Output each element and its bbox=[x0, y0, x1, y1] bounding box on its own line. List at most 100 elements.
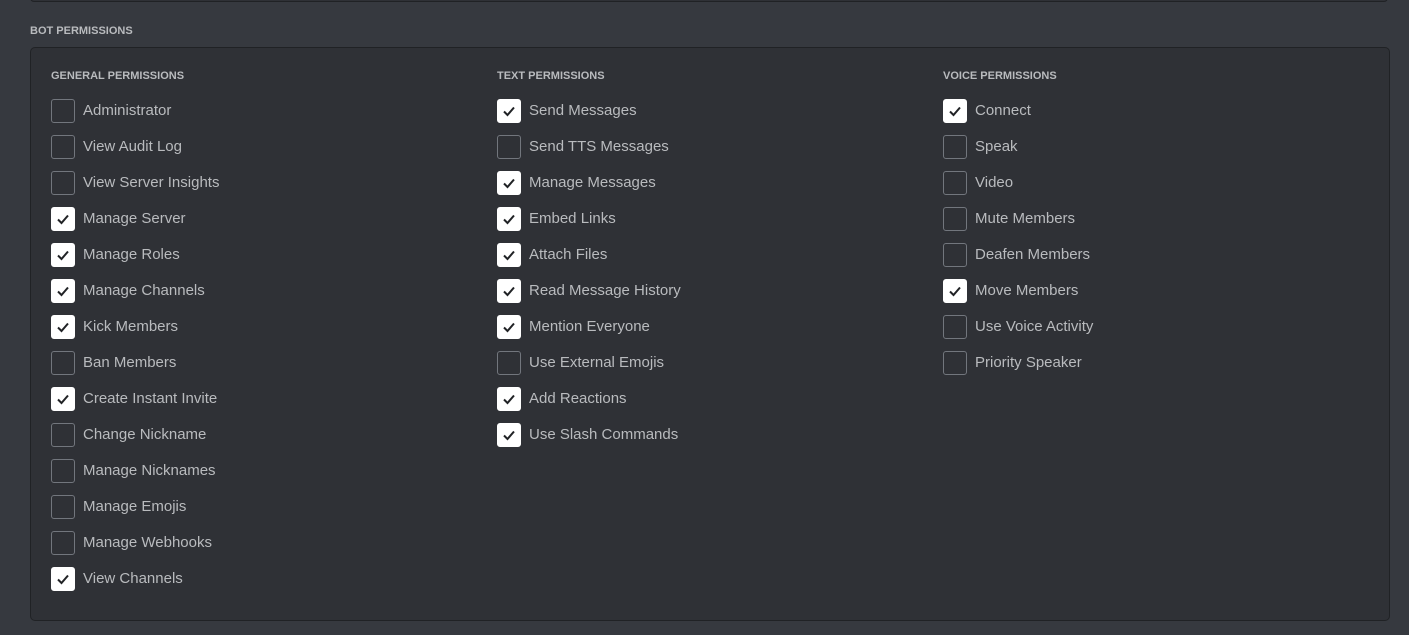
check-icon bbox=[57, 394, 69, 405]
permission-video[interactable]: Video bbox=[943, 165, 1093, 201]
check-icon bbox=[503, 394, 515, 405]
check-icon bbox=[503, 322, 515, 333]
check-icon bbox=[503, 214, 515, 225]
checkbox-manage-server[interactable] bbox=[51, 207, 75, 231]
checkbox-mute-members[interactable] bbox=[943, 207, 967, 231]
check-icon bbox=[503, 106, 515, 117]
check-icon bbox=[57, 322, 69, 333]
checkbox-manage-roles[interactable] bbox=[51, 243, 75, 267]
checkbox-move-members[interactable] bbox=[943, 279, 967, 303]
permission-label: Mute Members bbox=[975, 210, 1076, 227]
checkbox-video[interactable] bbox=[943, 171, 967, 195]
permission-send-messages[interactable]: Send Messages bbox=[497, 93, 681, 129]
permission-embed-links[interactable]: Embed Links bbox=[497, 201, 681, 237]
checkbox-add-reactions[interactable] bbox=[497, 387, 521, 411]
permission-manage-channels[interactable]: Manage Channels bbox=[51, 273, 219, 309]
check-icon bbox=[503, 430, 515, 441]
checkbox-view-channels[interactable] bbox=[51, 567, 75, 591]
permission-send-tts-messages[interactable]: Send TTS Messages bbox=[497, 129, 681, 165]
checkbox-ban-members[interactable] bbox=[51, 351, 75, 375]
check-icon bbox=[57, 286, 69, 297]
permission-label: Create Instant Invite bbox=[83, 390, 218, 407]
checkbox-view-audit-log[interactable] bbox=[51, 135, 75, 159]
checkbox-administrator[interactable] bbox=[51, 99, 75, 123]
permission-mention-everyone[interactable]: Mention Everyone bbox=[497, 309, 681, 345]
checkbox-manage-webhooks[interactable] bbox=[51, 531, 75, 555]
checkbox-deafen-members[interactable] bbox=[943, 243, 967, 267]
section-title: BOT PERMISSIONS bbox=[30, 25, 133, 37]
permission-manage-emojis[interactable]: Manage Emojis bbox=[51, 489, 219, 525]
permission-use-slash-commands[interactable]: Use Slash Commands bbox=[497, 417, 681, 453]
permission-label: Manage Messages bbox=[529, 174, 656, 191]
checkbox-view-server-insights[interactable] bbox=[51, 171, 75, 195]
checkbox-attach-files[interactable] bbox=[497, 243, 521, 267]
checkbox-read-message-history[interactable] bbox=[497, 279, 521, 303]
permission-manage-nicknames[interactable]: Manage Nicknames bbox=[51, 453, 219, 489]
permission-label: Send TTS Messages bbox=[529, 138, 669, 155]
permission-label: Embed Links bbox=[529, 210, 616, 227]
permission-label: Kick Members bbox=[83, 318, 179, 335]
checkbox-manage-channels[interactable] bbox=[51, 279, 75, 303]
permission-attach-files[interactable]: Attach Files bbox=[497, 237, 681, 273]
checkbox-change-nickname[interactable] bbox=[51, 423, 75, 447]
permission-add-reactions[interactable]: Add Reactions bbox=[497, 381, 681, 417]
permission-view-audit-log[interactable]: View Audit Log bbox=[51, 129, 219, 165]
check-icon bbox=[503, 250, 515, 261]
checkbox-priority-speaker[interactable] bbox=[943, 351, 967, 375]
checkbox-use-external-emojis[interactable] bbox=[497, 351, 521, 375]
permission-use-external-emojis[interactable]: Use External Emojis bbox=[497, 345, 681, 381]
checkbox-embed-links[interactable] bbox=[497, 207, 521, 231]
permission-change-nickname[interactable]: Change Nickname bbox=[51, 417, 219, 453]
permission-view-channels[interactable]: View Channels bbox=[51, 561, 219, 597]
permission-label: Speak bbox=[975, 138, 1018, 155]
permission-label: Read Message History bbox=[529, 282, 681, 299]
permission-label: Use Slash Commands bbox=[529, 426, 679, 443]
column-heading: VOICE PERMISSIONS bbox=[943, 70, 1057, 82]
checkbox-send-messages[interactable] bbox=[497, 99, 521, 123]
checkbox-kick-members[interactable] bbox=[51, 315, 75, 339]
permission-label: Attach Files bbox=[529, 246, 608, 263]
permission-mute-members[interactable]: Mute Members bbox=[943, 201, 1093, 237]
permission-label: Ban Members bbox=[83, 354, 177, 371]
permission-manage-server[interactable]: Manage Server bbox=[51, 201, 219, 237]
checkbox-create-instant-invite[interactable] bbox=[51, 387, 75, 411]
permission-connect[interactable]: Connect bbox=[943, 93, 1093, 129]
checkbox-manage-nicknames[interactable] bbox=[51, 459, 75, 483]
permission-administrator[interactable]: Administrator bbox=[51, 93, 219, 129]
permission-priority-speaker[interactable]: Priority Speaker bbox=[943, 345, 1093, 381]
permission-view-server-insights[interactable]: View Server Insights bbox=[51, 165, 219, 201]
permission-label: Manage Server bbox=[83, 210, 186, 227]
permission-use-voice-activity[interactable]: Use Voice Activity bbox=[943, 309, 1093, 345]
permission-manage-messages[interactable]: Manage Messages bbox=[497, 165, 681, 201]
permission-speak[interactable]: Speak bbox=[943, 129, 1093, 165]
permission-create-instant-invite[interactable]: Create Instant Invite bbox=[51, 381, 219, 417]
checkbox-manage-messages[interactable] bbox=[497, 171, 521, 195]
checkbox-use-slash-commands[interactable] bbox=[497, 423, 521, 447]
checkbox-send-tts-messages[interactable] bbox=[497, 135, 521, 159]
permission-label: Connect bbox=[975, 102, 1031, 119]
column-heading: TEXT PERMISSIONS bbox=[497, 70, 605, 82]
permission-label: Send Messages bbox=[529, 102, 637, 119]
permission-manage-webhooks[interactable]: Manage Webhooks bbox=[51, 525, 219, 561]
permission-deafen-members[interactable]: Deafen Members bbox=[943, 237, 1093, 273]
checkbox-connect[interactable] bbox=[943, 99, 967, 123]
permission-label: Deafen Members bbox=[975, 246, 1091, 263]
permission-label: Use Voice Activity bbox=[975, 318, 1094, 335]
checkbox-speak[interactable] bbox=[943, 135, 967, 159]
checkbox-mention-everyone[interactable] bbox=[497, 315, 521, 339]
permission-label: Administrator bbox=[83, 102, 172, 119]
permission-move-members[interactable]: Move Members bbox=[943, 273, 1093, 309]
permission-label: View Server Insights bbox=[83, 174, 220, 191]
permission-manage-roles[interactable]: Manage Roles bbox=[51, 237, 219, 273]
permission-kick-members[interactable]: Kick Members bbox=[51, 309, 219, 345]
permission-ban-members[interactable]: Ban Members bbox=[51, 345, 219, 381]
checkbox-manage-emojis[interactable] bbox=[51, 495, 75, 519]
permission-read-message-history[interactable]: Read Message History bbox=[497, 273, 681, 309]
permission-label: Manage Emojis bbox=[83, 498, 187, 515]
checkbox-use-voice-activity[interactable] bbox=[943, 315, 967, 339]
